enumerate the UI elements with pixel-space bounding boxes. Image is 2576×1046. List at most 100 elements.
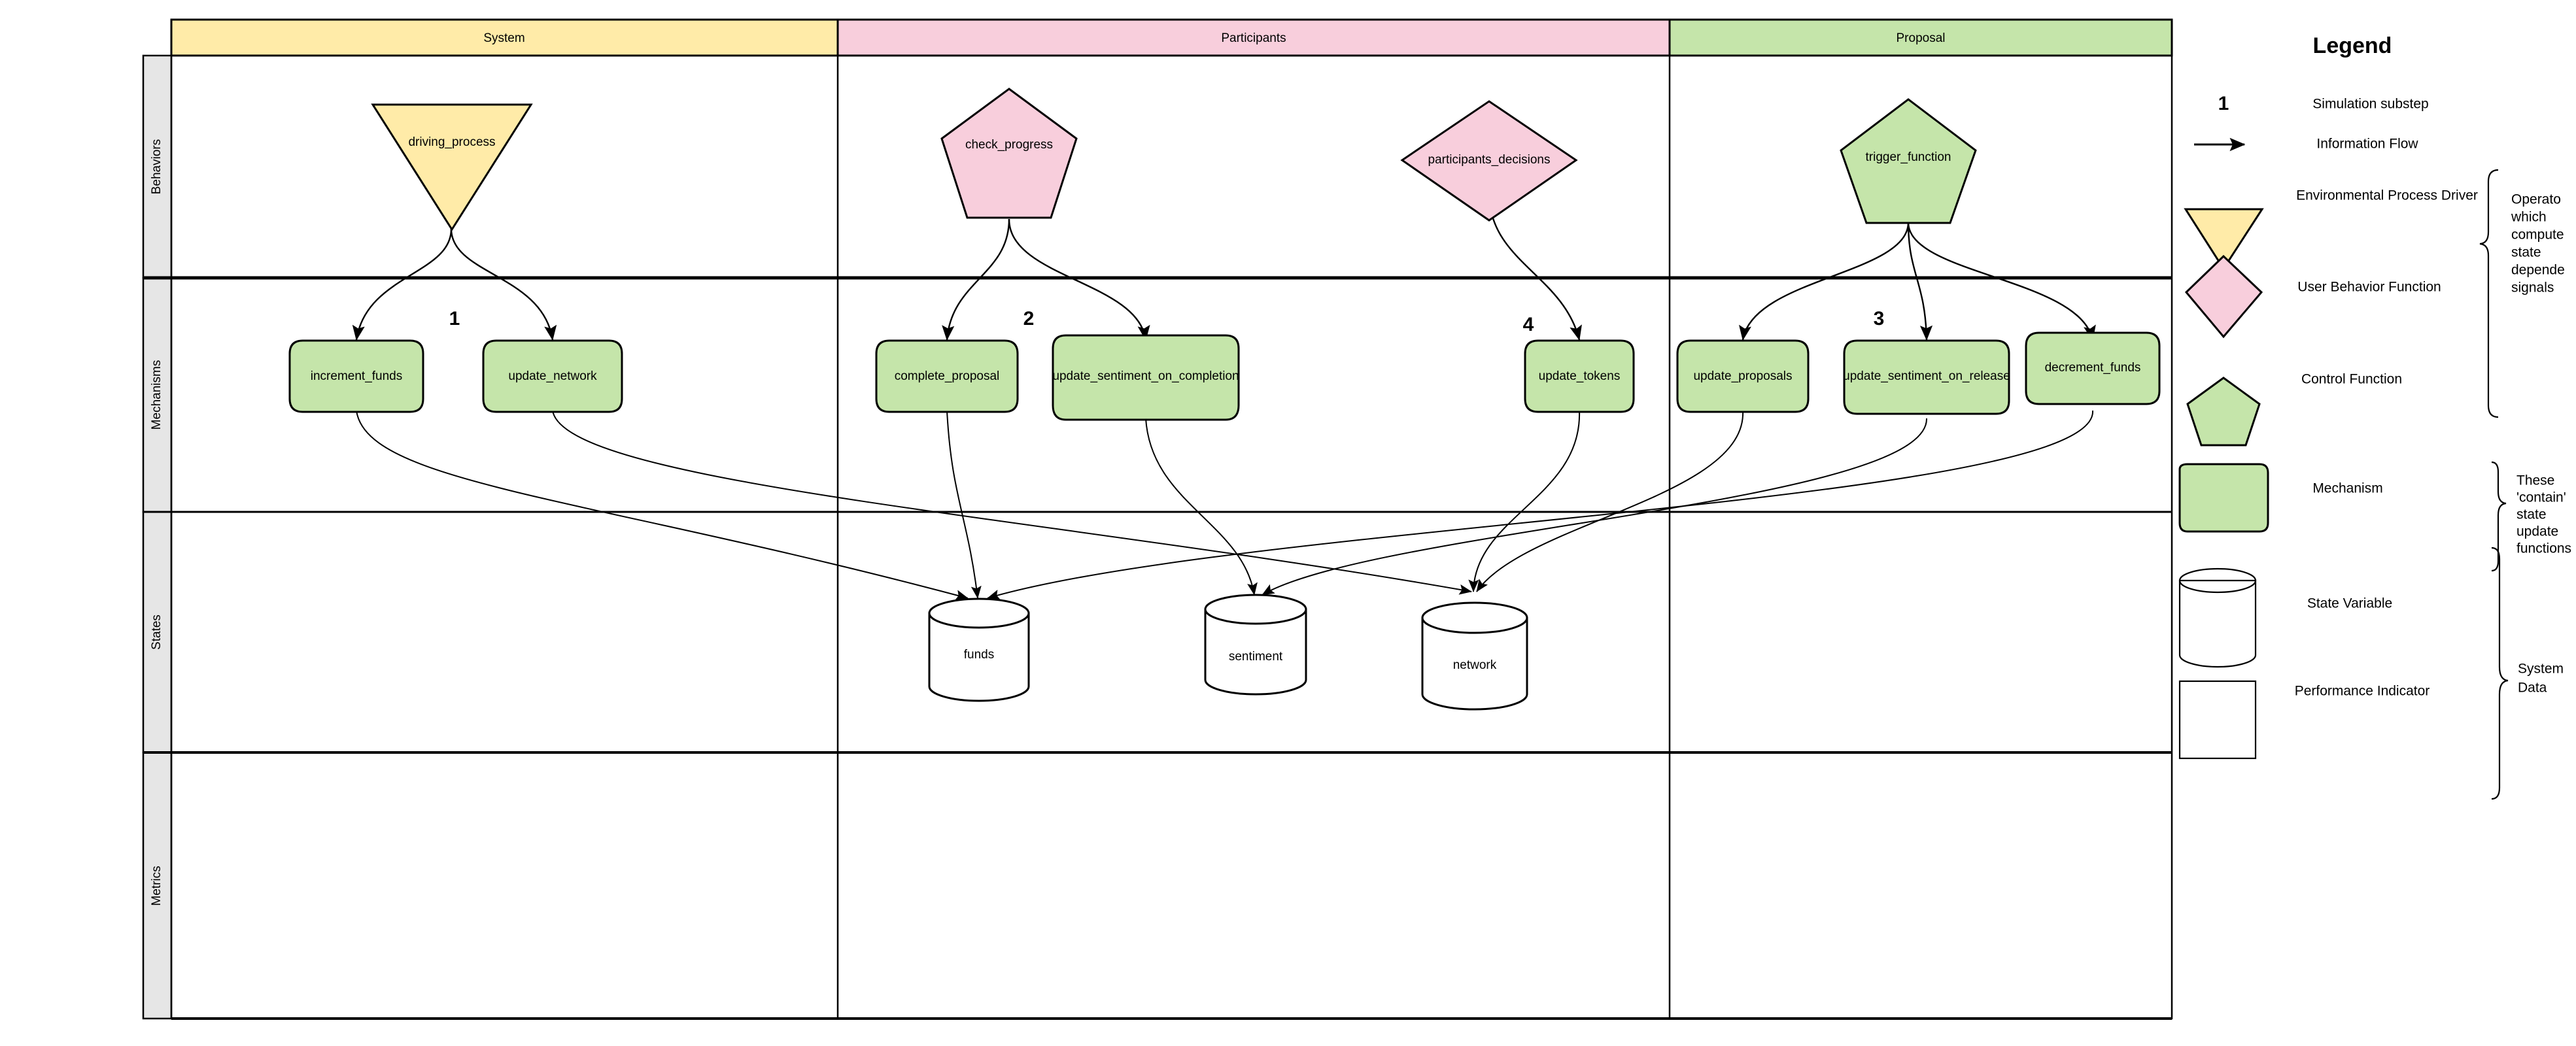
legend-brace-mechanism: These 'contain' state update functions bbox=[2491, 461, 2571, 572]
legend-item-label: Performance Indicator bbox=[2295, 684, 2430, 699]
node-trigger-function[interactable]: trigger_function bbox=[1840, 98, 1977, 224]
legend-item-information-flow: Information Flow bbox=[2194, 137, 2418, 152]
legend-brace-system-data: System Data bbox=[2491, 547, 2564, 800]
edge-trigger-function-to-update-proposals bbox=[1739, 222, 1910, 341]
substep-numbers: 1 2 4 3 bbox=[449, 308, 1885, 335]
edge-participants-decisions-to-update-tokens bbox=[1488, 192, 1582, 341]
legend-item-state-variable: State Variable bbox=[2178, 567, 2392, 668]
node-sentiment[interactable]: sentiment bbox=[1204, 594, 1307, 696]
barrel-icon bbox=[288, 339, 424, 413]
edge-increment-funds-to-funds bbox=[356, 410, 969, 600]
legend-item-performance-indicator: Performance Indicator bbox=[2178, 680, 2430, 760]
legend-title: Legend bbox=[2313, 33, 2392, 58]
column-header-proposal: Proposal bbox=[1668, 18, 2173, 57]
node-network[interactable]: network bbox=[1421, 601, 1528, 711]
node-increment-funds[interactable]: increment_funds bbox=[288, 339, 424, 413]
substep-number: 1 bbox=[449, 308, 460, 329]
node-funds[interactable]: funds bbox=[928, 598, 1030, 702]
barrel-icon bbox=[1676, 339, 1810, 413]
substep-number: 3 bbox=[1874, 308, 1885, 329]
cylinder-body bbox=[928, 612, 1030, 702]
node-label: update_proposals bbox=[1693, 369, 1792, 383]
barrel-icon bbox=[875, 339, 1019, 413]
node-check-progress[interactable]: check_progress bbox=[940, 88, 1078, 219]
node-complete-proposal[interactable]: complete_proposal bbox=[875, 339, 1019, 413]
edges-mechanisms-to-states bbox=[356, 410, 2094, 600]
legend-item-control-function: Control Function bbox=[2186, 372, 2402, 447]
edge-driving-process-to-increment-funds bbox=[352, 228, 453, 341]
node-participants-decisions[interactable]: participants_decisions bbox=[1400, 100, 1578, 222]
node-label: participants_decisions bbox=[1428, 153, 1551, 167]
cylinder-body bbox=[1421, 616, 1528, 711]
triangle-down-icon bbox=[2184, 208, 2264, 271]
edge-check-progress-to-complete-proposal bbox=[942, 218, 1010, 341]
legend-item-label: Information Flow bbox=[2316, 137, 2418, 152]
node-update-sentiment-on-release[interactable]: update_sentiment_on_release bbox=[1843, 339, 2010, 415]
legend-item-label: Control Function bbox=[2301, 372, 2402, 387]
legend-note-line: Operato bbox=[2511, 192, 2561, 207]
legend-item-mechanism: Mechanism bbox=[2178, 463, 2383, 533]
cylinder-body bbox=[2178, 579, 2257, 668]
legend-item-user-behavior-function: User Behavior Function bbox=[2184, 254, 2441, 339]
curly-brace-icon bbox=[2479, 169, 2499, 418]
node-driving-process[interactable]: driving_process bbox=[371, 103, 533, 231]
curly-brace-icon bbox=[2491, 461, 2507, 572]
legend: Legend 1 Simulation substep Information … bbox=[2178, 33, 2571, 800]
node-update-proposals[interactable]: update_proposals bbox=[1676, 339, 1810, 413]
row-label-text: Behaviors bbox=[150, 139, 163, 195]
legend-note-line: state bbox=[2516, 507, 2547, 522]
node-label: decrement_funds bbox=[2045, 361, 2141, 375]
edge-update-network-to-network bbox=[552, 410, 1472, 595]
grid-lines bbox=[143, 54, 2173, 1020]
triangle-down-icon bbox=[371, 103, 533, 231]
node-label: funds bbox=[964, 648, 994, 662]
substep-number: 2 bbox=[1023, 308, 1035, 329]
legend-note-line: These bbox=[2516, 473, 2554, 488]
diamond-icon bbox=[1400, 100, 1578, 222]
node-label: network bbox=[1453, 658, 1497, 672]
edge-decrement-funds-to-funds bbox=[987, 410, 2094, 600]
row-label-states: States bbox=[142, 511, 173, 754]
barrel-icon bbox=[1524, 339, 1635, 413]
node-decrement-funds[interactable]: decrement_funds bbox=[2025, 331, 2161, 405]
edge-update-proposals-to-network bbox=[1476, 410, 1744, 592]
substep-number-icon: 1 bbox=[2218, 93, 2229, 114]
column-header-label: Participants bbox=[1221, 31, 1286, 45]
barrel-icon bbox=[2178, 463, 2269, 533]
edge-update-sentiment-on-completion-to-sentiment bbox=[1145, 418, 1258, 596]
substep-number: 4 bbox=[1523, 314, 1534, 335]
barrel-icon bbox=[1843, 339, 2010, 415]
node-update-network[interactable]: update_network bbox=[482, 339, 623, 413]
legend-item-label: State Variable bbox=[2307, 596, 2392, 611]
legend-note-line: state bbox=[2511, 245, 2541, 260]
curly-brace-icon bbox=[2491, 547, 2509, 800]
legend-note-line: update bbox=[2516, 524, 2558, 539]
diamond-icon bbox=[2184, 254, 2263, 339]
cylinder-top bbox=[928, 598, 1030, 629]
node-update-tokens[interactable]: update_tokens bbox=[1524, 339, 1635, 413]
legend-note-line: 'contain' bbox=[2516, 490, 2566, 505]
node-label: sentiment bbox=[1229, 650, 1283, 664]
row-label-text: Mechanisms bbox=[150, 360, 163, 430]
row-label-behaviors: Behaviors bbox=[142, 54, 173, 279]
node-label: check_progress bbox=[965, 138, 1053, 152]
cylinder-top bbox=[2178, 567, 2257, 594]
legend-note-line: which bbox=[2511, 210, 2547, 225]
node-label: trigger_function bbox=[1866, 150, 1951, 164]
cylinder-top bbox=[1421, 601, 1528, 634]
node-update-sentiment-on-completion[interactable]: update_sentiment_on_completion bbox=[1052, 334, 1240, 421]
node-label: update_network bbox=[508, 369, 597, 383]
edge-trigger-function-to-update-sentiment-on-release bbox=[1907, 222, 1933, 341]
row-label-metrics: Metrics bbox=[142, 751, 173, 1020]
legend-note-line: depende bbox=[2511, 263, 2565, 278]
column-header-system: System bbox=[170, 18, 839, 57]
legend-item-label: User Behavior Function bbox=[2297, 280, 2441, 295]
barrel-icon bbox=[2025, 331, 2161, 405]
barrel-icon bbox=[1052, 334, 1240, 421]
row-label-text: States bbox=[150, 615, 163, 650]
legend-item-substep: 1 Simulation substep bbox=[2218, 93, 2429, 114]
legend-note-line: Data bbox=[2518, 681, 2547, 696]
rect-icon bbox=[2178, 680, 2257, 760]
node-label: complete_proposal bbox=[895, 369, 1000, 383]
legend-note-line: signals bbox=[2511, 280, 2554, 295]
